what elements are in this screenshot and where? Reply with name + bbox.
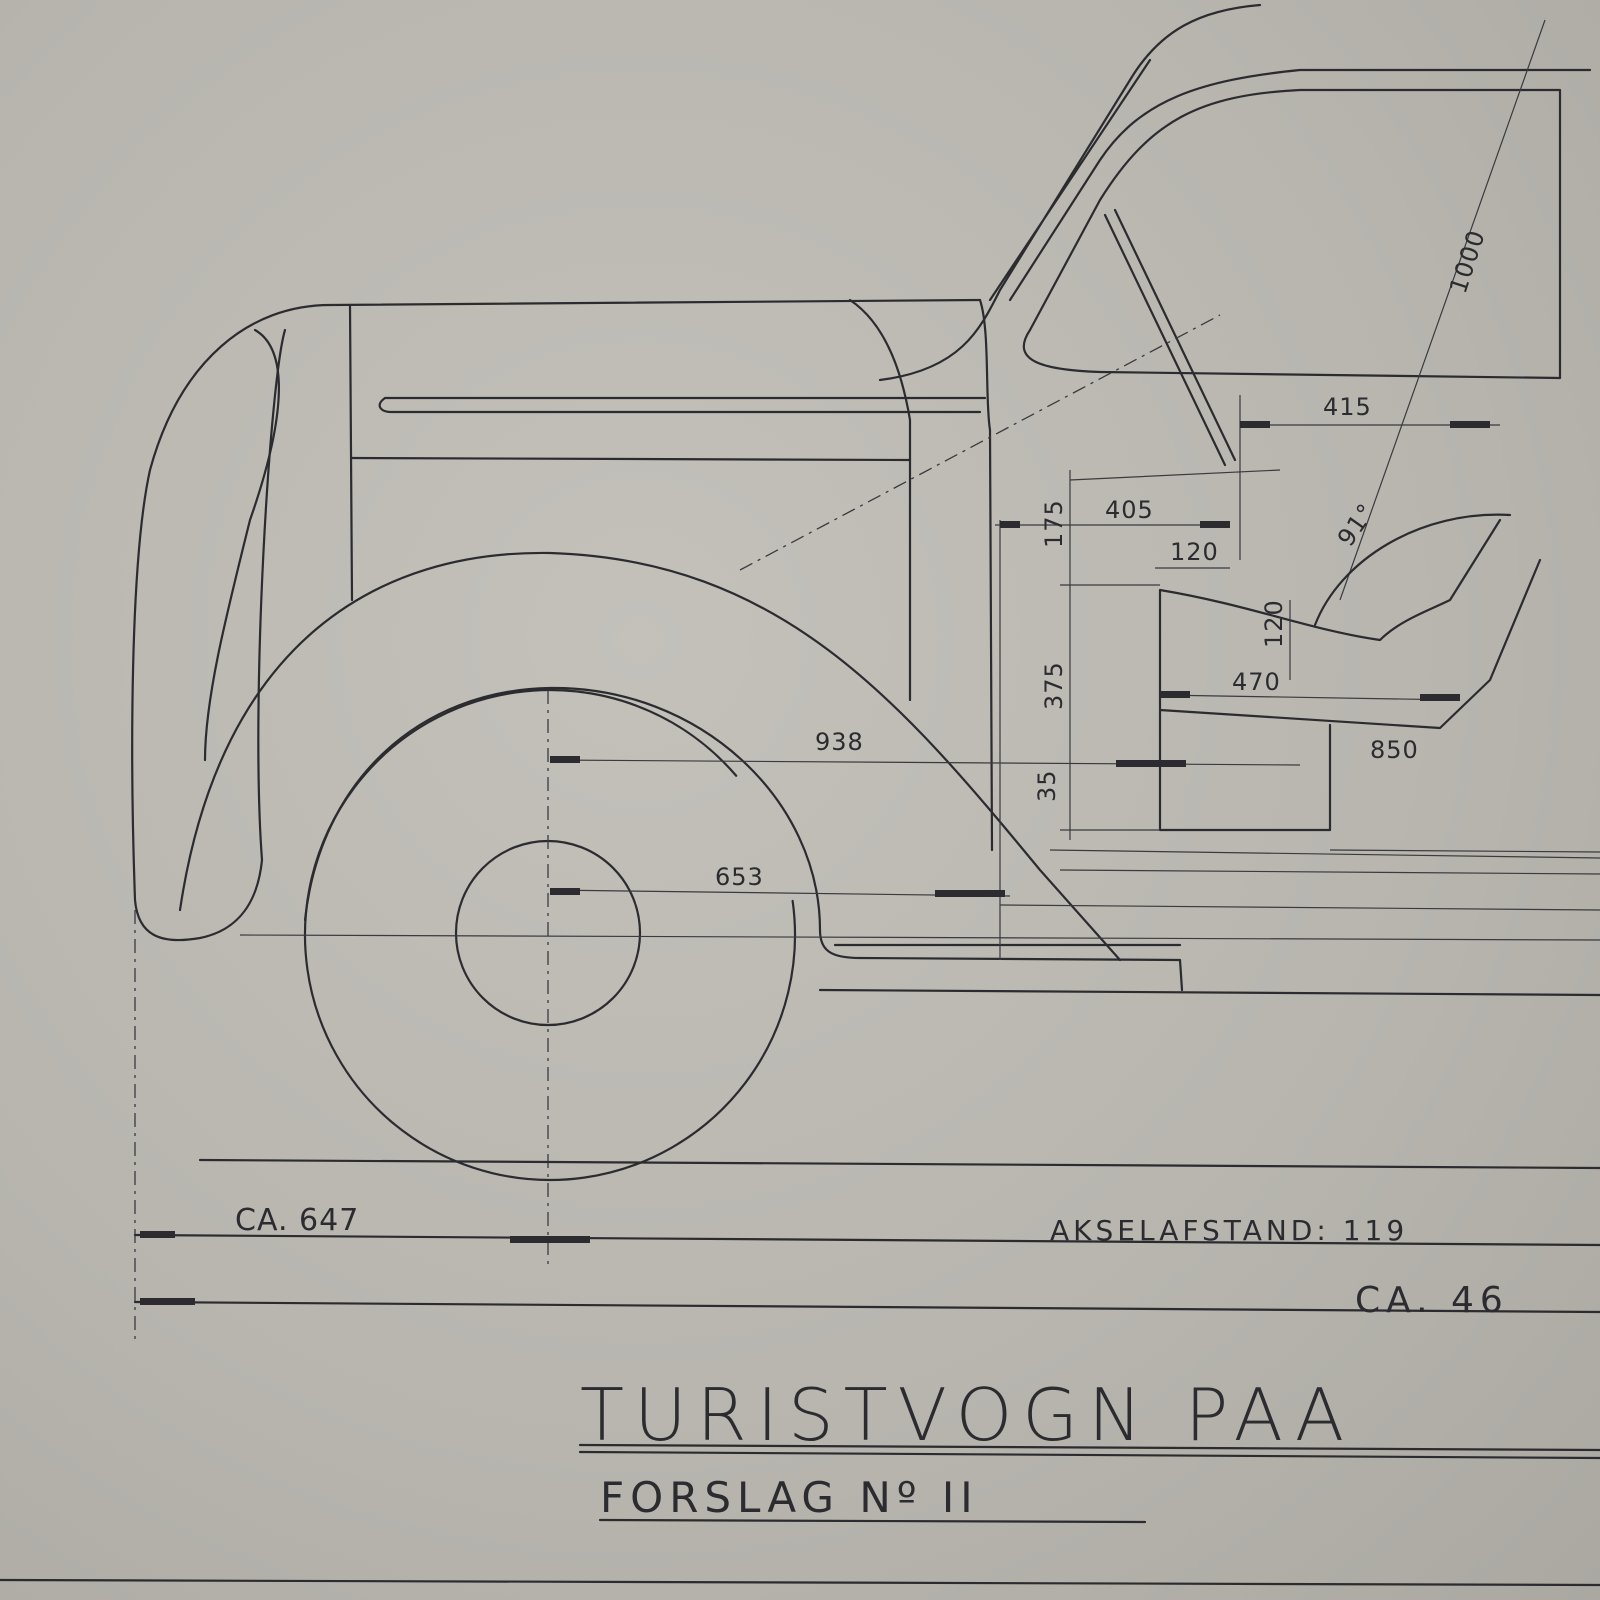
dim-175: 175 — [1040, 499, 1068, 548]
hood-rear-curve — [848, 298, 912, 702]
roof-line — [1008, 68, 1592, 302]
hood-moulding — [378, 396, 987, 414]
dim-938: 938 — [815, 728, 864, 756]
headlamp-outline — [203, 328, 280, 762]
running-board — [818, 943, 1600, 997]
tire — [303, 688, 797, 1182]
dim-850: 850 — [1370, 736, 1419, 764]
construction-line-1000 — [1339, 19, 1546, 601]
hood-side-line — [350, 456, 912, 462]
dim-375: 375 — [1040, 661, 1068, 710]
drawing-subtitle: FORSLAG Nº II — [600, 1473, 979, 1522]
ground-line — [198, 1158, 1600, 1170]
dim-415: 415 — [1323, 393, 1372, 421]
dim-653: 653 — [715, 863, 764, 891]
floor-lines — [239, 849, 1600, 941]
dim-405: 405 — [1105, 496, 1154, 524]
angle-arc — [1313, 513, 1512, 627]
front-fender-outline — [131, 303, 332, 942]
dim-120-top: 120 — [1170, 538, 1219, 566]
dim-overall-length: CA. 46 — [1355, 1280, 1509, 1321]
wheel-fender — [178, 551, 1122, 962]
dim-front-overhang: CA. 647 — [235, 1203, 359, 1238]
dim-lines — [549, 395, 1500, 960]
window-outline — [1022, 88, 1562, 380]
border-line — [0, 1578, 1600, 1587]
dim-wheelbase: AKSELAFSTAND: 119 — [1050, 1214, 1408, 1247]
wheelbase-line — [133, 1233, 1600, 1247]
a-pillar — [878, 3, 1262, 382]
dim-470: 470 — [1232, 668, 1281, 696]
overall-line — [133, 1300, 1600, 1314]
front-seat — [1158, 518, 1542, 832]
dim-1000: 1000 — [1444, 226, 1491, 297]
dim-35: 35 — [1033, 769, 1061, 802]
dimension-arrows — [140, 421, 1490, 1305]
center-dashed-line — [739, 314, 1221, 571]
steering-column — [1103, 208, 1237, 467]
cowl-line — [978, 298, 994, 852]
dim-120-side: 120 — [1260, 599, 1288, 648]
drawing-title: TURISTVOGN PAA — [580, 1373, 1354, 1457]
title-underline — [578, 1443, 1600, 1524]
hood-front-panel — [348, 303, 354, 602]
hood-top — [328, 298, 982, 307]
